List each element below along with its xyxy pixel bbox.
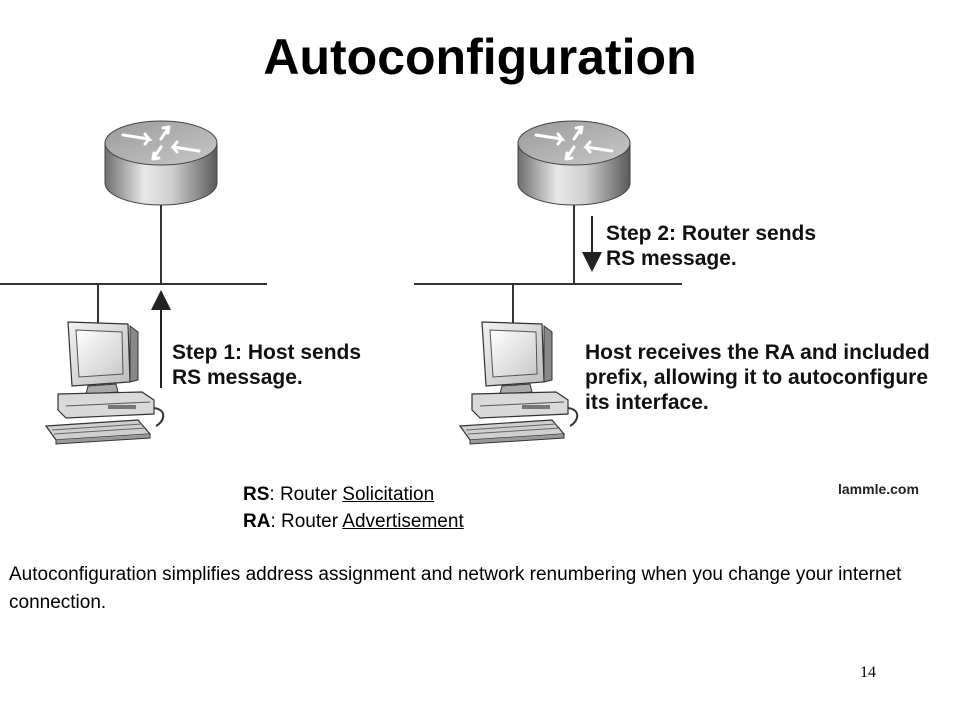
computer-icon-left xyxy=(45,321,165,445)
ra-term: Advertisement xyxy=(342,511,464,532)
router-icon-left xyxy=(103,119,219,207)
step2-line1: Step 2: Router sends xyxy=(606,222,817,245)
host-receives-line1: Host receives the RA and included xyxy=(585,341,930,364)
legend-rs: RS: Router Solicitation xyxy=(243,481,464,508)
host-receives-line2: prefix, allowing it to autoconfigure xyxy=(585,366,929,389)
source-credit: lammle.com xyxy=(838,481,919,497)
page-number: 14 xyxy=(860,664,876,681)
host-receives-label: Host receives the RA and included prefix… xyxy=(585,340,930,415)
computer-icon-right xyxy=(459,321,579,445)
rs-abbr: RS xyxy=(243,484,270,505)
ra-abbr: RA xyxy=(243,511,271,532)
step2-line2: RS message. xyxy=(606,247,737,270)
rs-prefix: : Router xyxy=(269,484,343,505)
step2-label: Step 2: Router sends RS message. xyxy=(606,221,816,271)
host-receives-line3: its interface. xyxy=(585,391,709,414)
router-icon-right xyxy=(516,119,632,207)
slide-title: Autoconfiguration xyxy=(263,29,697,85)
abbreviation-legend: RS: Router Solicitation RA: Router Adver… xyxy=(243,481,464,535)
step1-line1: Step 1: Host sends xyxy=(172,341,362,364)
ra-prefix: : Router xyxy=(270,511,343,532)
step1-line2: RS message. xyxy=(172,366,303,389)
legend-ra: RA: Router Advertisement xyxy=(243,508,464,535)
step1-label: Step 1: Host sends RS message. xyxy=(172,340,361,390)
rs-term: Solicitation xyxy=(342,484,435,505)
caption-text: Autoconfiguration simplifies address ass… xyxy=(9,564,902,613)
